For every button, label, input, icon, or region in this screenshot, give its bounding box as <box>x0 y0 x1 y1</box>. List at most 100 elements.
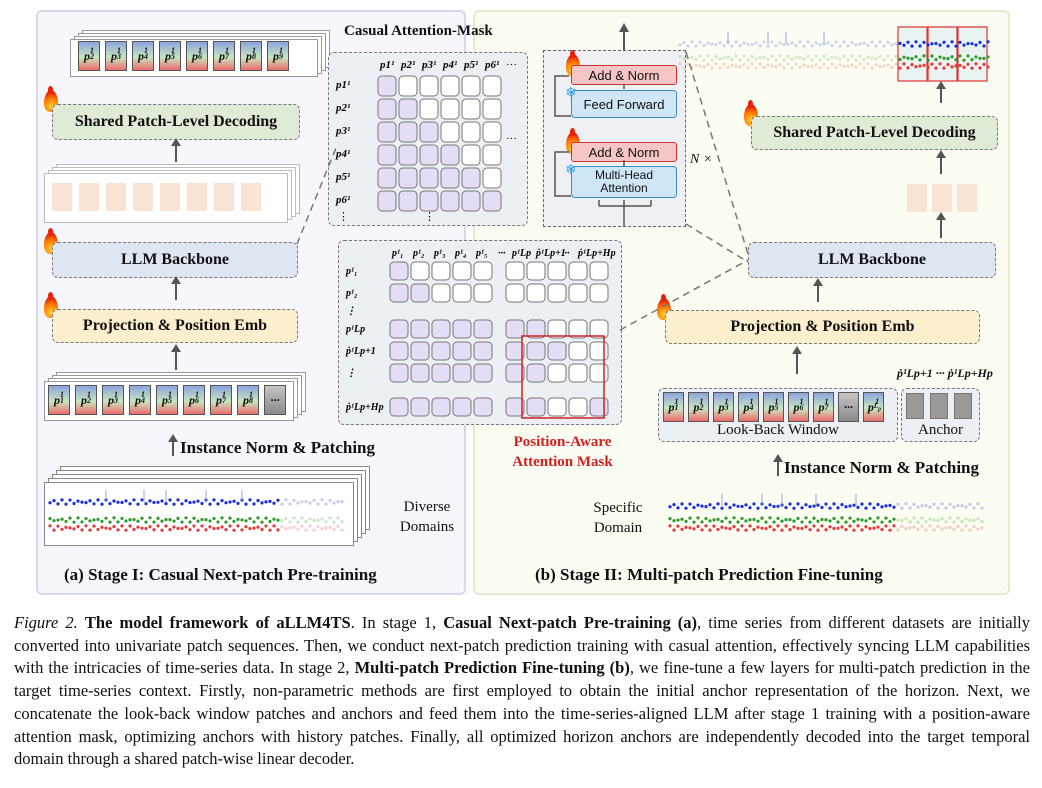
stage1-projection-box: Projection & Position Emb <box>52 309 298 343</box>
stage1-series-stack <box>44 466 374 546</box>
patch: ··· <box>264 385 286 415</box>
svg-text:p¹₂: p¹₂ <box>345 288 357 299</box>
arrow <box>773 454 783 476</box>
arrow <box>936 81 946 103</box>
svg-text:p¹Lp: p¹Lp <box>345 324 365 335</box>
svg-text:···: ··· <box>562 248 570 259</box>
figure-title: The model framework of aLLM4TS <box>84 613 351 632</box>
caption-text: . In stage 1, <box>350 613 444 632</box>
n-times-label: N × <box>690 152 713 167</box>
svg-text:···: ··· <box>506 133 517 145</box>
svg-text:⋮: ⋮ <box>338 211 349 223</box>
patch-embedding <box>160 183 180 211</box>
anchor-patch <box>954 393 972 419</box>
frozen-snowflake-icon: ❄ <box>565 86 577 101</box>
arrow <box>936 212 946 238</box>
causal-mask-grid: p1¹p1¹p2¹p2¹p3¹p3¹p4¹p4¹p5¹p5¹p6¹p6¹····… <box>335 59 517 223</box>
svg-text:p¹Lp: p¹Lp <box>511 248 531 259</box>
svg-text:p¹₃: p¹₃ <box>433 248 445 259</box>
anchor-embedding <box>932 184 952 212</box>
svg-text:⋮: ⋮ <box>424 211 435 223</box>
svg-text:p¹₁: p¹₁ <box>345 266 357 277</box>
figure-caption: Figure 2. The model framework of aLLM4TS… <box>14 612 1030 771</box>
dashed-connectors <box>296 51 749 331</box>
stage2-input-series <box>668 494 984 532</box>
svg-text:···: ··· <box>506 59 517 71</box>
svg-text:p5¹: p5¹ <box>463 59 478 71</box>
patch-embedding <box>187 183 207 211</box>
svg-text:p2¹: p2¹ <box>335 102 350 114</box>
stage1-domains-label: Diverse Domains <box>399 499 455 535</box>
arrow <box>936 150 946 174</box>
svg-text:p4¹: p4¹ <box>335 148 350 160</box>
anchor-patch <box>930 393 948 419</box>
arrow <box>171 344 181 370</box>
caption-text: , time series from different datasets ar… <box>14 613 1031 678</box>
stage1-caption: (a) Stage I: Casual Next-patch Pre-train… <box>64 565 377 584</box>
patch-embedding <box>52 183 72 211</box>
svg-text:p1¹: p1¹ <box>335 79 350 91</box>
arrow <box>168 434 178 456</box>
svg-text:ṗ¹Lp+1: ṗ¹Lp+1 <box>535 248 566 259</box>
caption-bold: Casual Next-patch Pre-training (a) <box>443 613 698 632</box>
anchor-label: Anchor <box>918 422 963 438</box>
stage1-norm-label: Instance Norm & Patching <box>180 438 376 457</box>
stage1-decoding-box: Shared Patch-Level Decoding <box>52 104 300 140</box>
frozen-snowflake-icon: ❄ <box>565 163 577 178</box>
patch: ··· <box>838 392 859 422</box>
svg-text:p¹₂: p¹₂ <box>412 248 424 259</box>
svg-text:p6¹: p6¹ <box>335 194 350 206</box>
arrow <box>792 346 802 374</box>
svg-text:p1¹: p1¹ <box>379 59 394 71</box>
patch-embedding <box>133 183 153 211</box>
patch-embedding <box>214 183 234 211</box>
patch-embedding <box>106 183 126 211</box>
caption-text: , we fine-tune a few layers for multi-pa… <box>14 658 1031 769</box>
svg-text:p¹₄: p¹₄ <box>454 248 466 259</box>
svg-text:p¹₁: p¹₁ <box>391 248 403 259</box>
stage2-decoding-box: Shared Patch-Level Decoding <box>751 116 998 150</box>
arrow <box>813 278 823 302</box>
anchor-embedding <box>957 184 977 212</box>
svg-text:⋮: ⋮ <box>346 306 356 317</box>
svg-text:p2¹: p2¹ <box>400 59 415 71</box>
anchor-embedding <box>907 184 927 212</box>
svg-text:p5¹: p5¹ <box>335 171 350 183</box>
stage2-output-series <box>678 26 990 82</box>
svg-text:ṗ¹Lp+Hp: ṗ¹Lp+Hp <box>577 248 616 259</box>
svg-text:ṗ¹Lp+Hp: ṗ¹Lp+Hp <box>345 402 384 413</box>
stage2-projection-box: Projection & Position Emb <box>665 310 980 344</box>
caption-bold: Multi-patch Prediction Fine-tuning (b) <box>354 658 630 678</box>
causal-mask-title: Casual Attention-Mask <box>344 23 493 39</box>
svg-text:p3¹: p3¹ <box>421 59 436 71</box>
patch-embedding <box>241 183 261 211</box>
specific-domain-label: Specific Domain <box>593 500 643 536</box>
position-mask-label: Position-Aware Attention Mask <box>512 434 613 470</box>
feed-forward-box: Feed Forward <box>571 90 677 118</box>
add-norm-top: Add & Norm <box>571 65 677 85</box>
arrow <box>171 138 181 162</box>
anchor-patch <box>906 393 924 419</box>
svg-text:p3¹: p3¹ <box>335 125 350 137</box>
